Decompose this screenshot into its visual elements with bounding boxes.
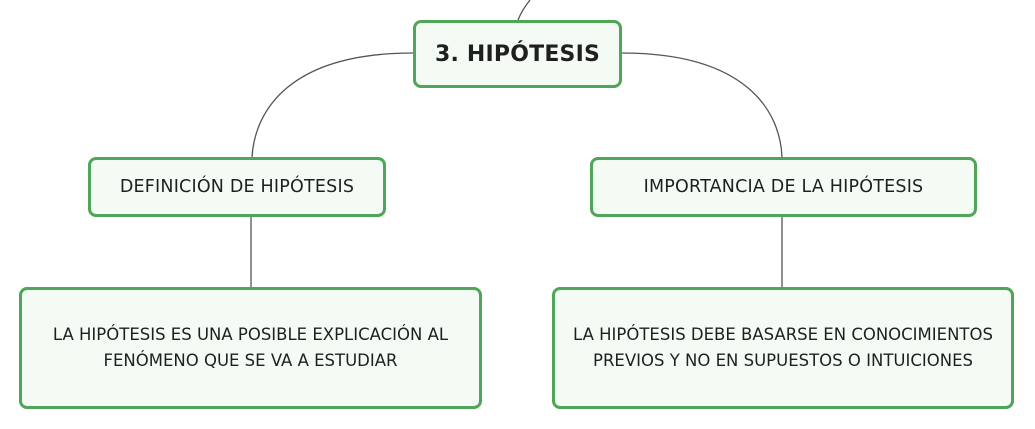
connector-root-to-definition bbox=[251, 52, 414, 158]
branch-node-label: DEFINICIÓN DE HIPÓTESIS bbox=[119, 177, 355, 197]
branch-node-label: IMPORTANCIA DE LA HIPÓTESIS bbox=[643, 177, 924, 197]
detail-node-text: LA HIPÓTESIS ES UNA POSIBLE EXPLICACIÓN … bbox=[52, 325, 449, 370]
connector-parent-to-root bbox=[517, 0, 531, 21]
root-node-label: 3. HIPÓTESIS bbox=[434, 41, 601, 67]
detail-node-text: LA HIPÓTESIS DEBE BASARSE EN CONOCIMIENT… bbox=[573, 325, 993, 370]
branch-node-definition[interactable]: DEFINICIÓN DE HIPÓTESIS bbox=[88, 157, 386, 217]
root-node[interactable]: 3. HIPÓTESIS bbox=[413, 20, 622, 88]
detail-node-importance[interactable]: LA HIPÓTESIS DEBE BASARSE EN CONOCIMIENT… bbox=[552, 287, 1014, 409]
branch-node-importance[interactable]: IMPORTANCIA DE LA HIPÓTESIS bbox=[590, 157, 977, 217]
connector-root-to-importance bbox=[621, 52, 783, 158]
detail-node-definition[interactable]: LA HIPÓTESIS ES UNA POSIBLE EXPLICACIÓN … bbox=[19, 287, 482, 409]
